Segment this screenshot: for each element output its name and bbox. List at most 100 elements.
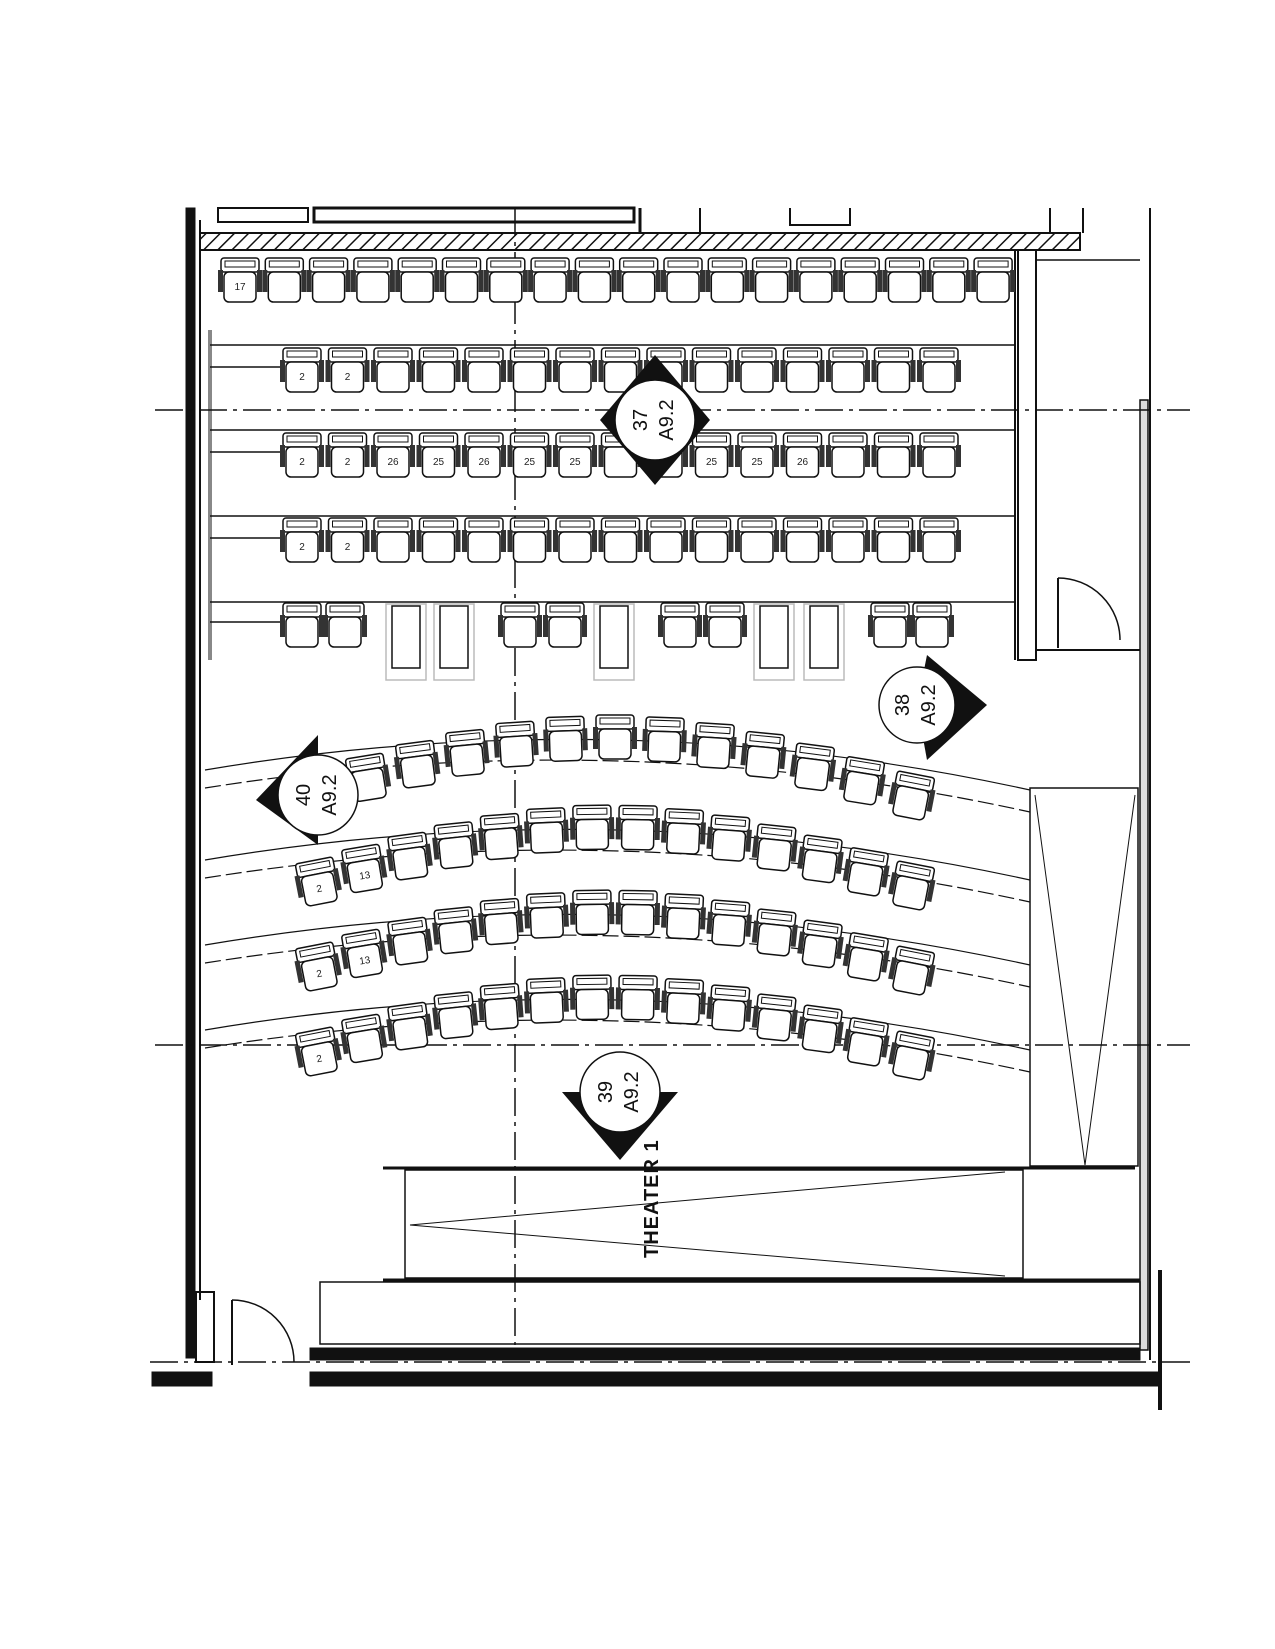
seat-number: 2: [316, 1053, 324, 1065]
seat: 25: [553, 432, 597, 478]
right-wall: [1139, 399, 1149, 1351]
seat: [780, 347, 825, 393]
seat-number: 2: [299, 457, 305, 468]
seat: [826, 347, 870, 393]
callout-sheet: A9.2: [621, 1071, 643, 1112]
seat: [386, 1001, 433, 1051]
seat-number: 13: [359, 955, 372, 968]
seat: [888, 945, 936, 996]
grid-lines: [150, 208, 1190, 1363]
seat-number: 25: [751, 457, 763, 468]
section-callout-40[interactable]: 40 A9.2: [256, 735, 359, 845]
section-callout-39[interactable]: 39 A9.2: [562, 1051, 678, 1160]
seat: [642, 716, 687, 763]
seat: [570, 889, 615, 936]
seat: [483, 257, 528, 303]
seat: [882, 257, 927, 303]
seat: [443, 728, 490, 777]
seat: [344, 752, 392, 803]
seat: [793, 257, 838, 303]
seat: [838, 257, 883, 303]
seat-number: 13: [359, 870, 372, 883]
seat: [689, 347, 734, 393]
seat: 2: [325, 432, 370, 478]
seat: [439, 257, 484, 303]
seat: [842, 1017, 890, 1067]
seat: 25: [689, 432, 734, 478]
seat-number: 25: [433, 457, 445, 468]
seat: 2: [280, 517, 324, 563]
seat: [416, 517, 461, 563]
seat: [543, 715, 588, 762]
seat: [462, 347, 506, 393]
seat: [703, 602, 747, 648]
seat-number: 25: [524, 457, 536, 468]
seat: [838, 756, 886, 806]
callout-number: 37: [630, 409, 652, 431]
seat: 26: [371, 432, 415, 478]
seat: [735, 347, 779, 393]
seat-number: 2: [316, 968, 324, 980]
seat: [386, 831, 433, 881]
seat: [797, 1004, 844, 1054]
bottom-wall: [309, 1347, 1141, 1361]
seat: [871, 432, 916, 478]
seat: [661, 808, 706, 855]
seat: [749, 257, 794, 303]
seat: [306, 257, 351, 303]
seat: 13: [340, 843, 388, 894]
seat: [691, 721, 737, 770]
seat: [888, 860, 936, 911]
seat: [616, 257, 661, 303]
seat-number: 2: [345, 372, 351, 383]
seat: [572, 257, 617, 303]
callout-number: 40: [293, 784, 315, 806]
seat: [826, 432, 870, 478]
seat: [462, 517, 506, 563]
seat-number: 26: [478, 457, 490, 468]
seat: [340, 1013, 388, 1064]
seat: 25: [416, 432, 461, 478]
seat: [917, 432, 961, 478]
seat: 2: [294, 941, 342, 992]
seat: 26: [780, 432, 825, 478]
section-callout-38[interactable]: 38 A9.2: [878, 655, 987, 760]
top-hatched-wall: [199, 232, 1081, 251]
seat: [789, 742, 837, 792]
seat-number: 26: [797, 457, 809, 468]
seat: 25: [507, 432, 552, 478]
callout-number: 38: [892, 694, 914, 716]
seat: [917, 517, 961, 563]
seat: [661, 893, 706, 940]
seat-number: 2: [299, 542, 305, 553]
section-callout-37[interactable]: 37 A9.2: [600, 355, 710, 485]
seat: [868, 602, 912, 648]
seat: [661, 978, 706, 1025]
seat-number: 25: [706, 457, 718, 468]
seat: [751, 993, 798, 1042]
wheelchair-space: [803, 603, 845, 681]
seat: [689, 517, 734, 563]
seat: 17: [218, 257, 262, 303]
seat: [350, 257, 395, 303]
seat: [598, 347, 643, 393]
callout-sheet: A9.2: [656, 399, 678, 440]
seat: [570, 974, 615, 1021]
seat: [543, 602, 587, 648]
seat: [393, 739, 441, 789]
seat: 2: [294, 1026, 342, 1077]
room-label: THEATER 1: [641, 1139, 663, 1258]
seat: [371, 347, 415, 393]
seat: 25: [735, 432, 779, 478]
seat: [888, 770, 936, 821]
seat: 2: [325, 347, 370, 393]
seat: [371, 517, 415, 563]
seat: [507, 347, 552, 393]
seat: [598, 517, 643, 563]
seat: [524, 977, 569, 1024]
callout-sheet: A9.2: [918, 684, 940, 725]
seat: [478, 897, 524, 946]
wheelchair-space: [753, 603, 795, 681]
seat: 2: [325, 517, 370, 563]
seat: [797, 834, 844, 884]
